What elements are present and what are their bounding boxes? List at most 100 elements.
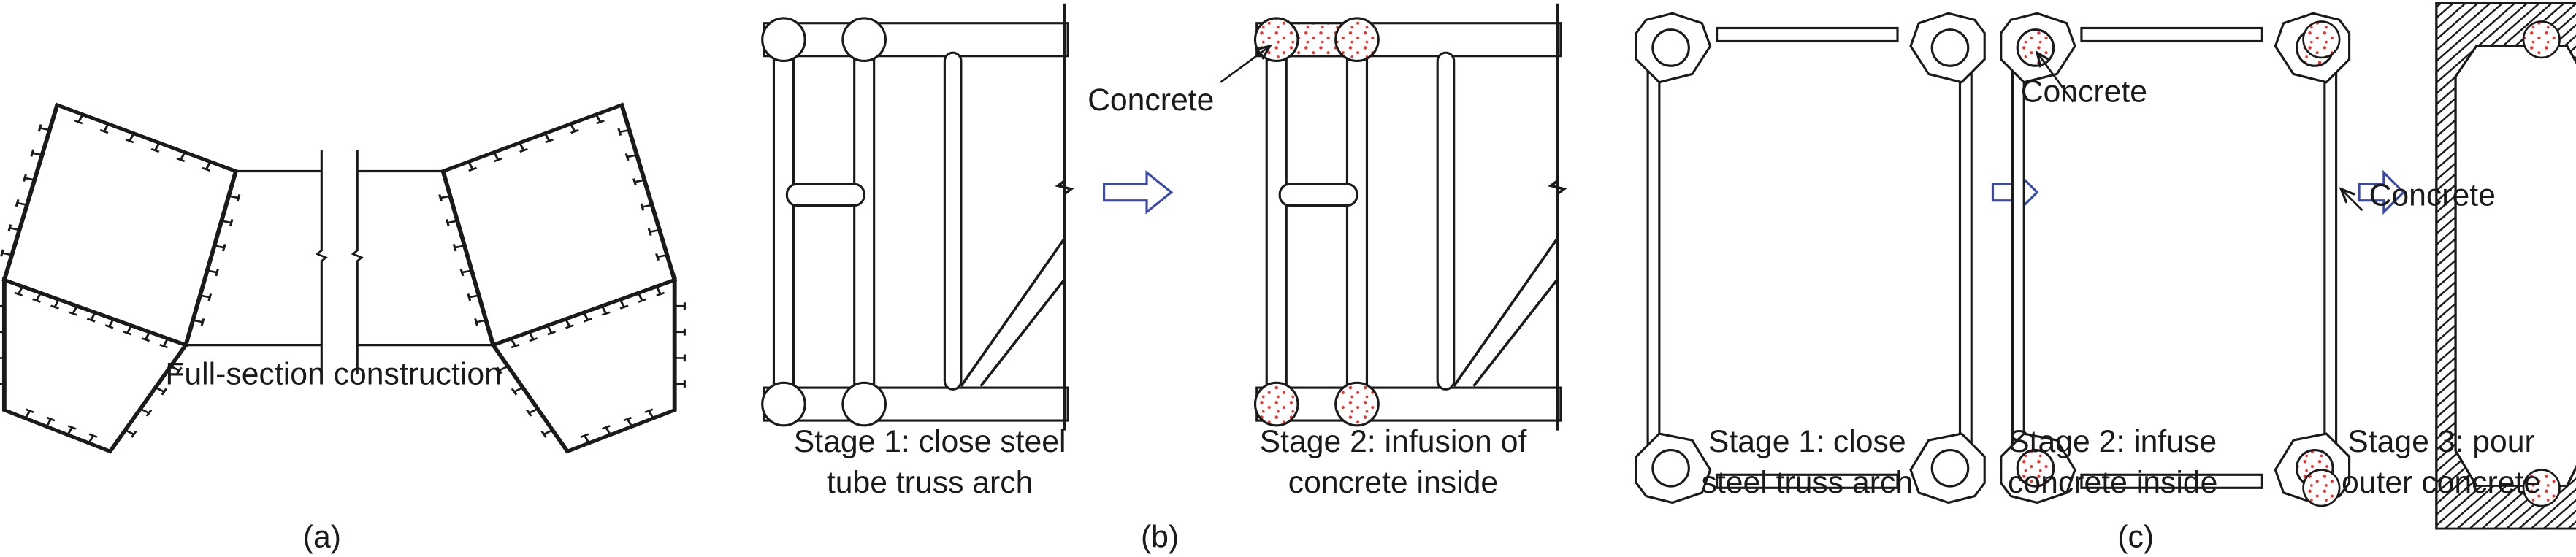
shear-stud (23, 174, 35, 182)
shear-stud (655, 285, 665, 296)
concrete-callout-leader-c2 (2037, 53, 2074, 103)
stage-caption-b2-line1: Stage 2: infusion of (1260, 424, 1527, 459)
shear-stud (192, 318, 205, 326)
shear-stud (674, 328, 686, 336)
shear-stud (674, 380, 686, 388)
shear-stud (150, 142, 161, 153)
shear-stud (45, 416, 56, 427)
concrete-callout-leader-c3 (2341, 189, 2363, 212)
stud-ticks-left (0, 114, 241, 444)
stage-caption-c3-line2: outer concrete (2342, 465, 2541, 500)
shear-stud (68, 305, 78, 316)
shear-stud (637, 292, 647, 303)
panel-b (761, 3, 1567, 431)
shear-stud (0, 383, 4, 385)
shear-stud (582, 312, 592, 323)
shear-stud (496, 365, 509, 374)
shear-stud (452, 244, 465, 252)
shear-stud (74, 114, 84, 125)
shear-stud (7, 224, 20, 232)
stage-caption-c1-line2: steel truss arch (1701, 465, 1913, 500)
shear-stud (540, 429, 554, 438)
shear-stud (214, 244, 226, 252)
shear-stud (32, 292, 42, 303)
shear-stud (169, 365, 183, 374)
shear-stud (139, 407, 153, 417)
annotation-full-section: Full-section construction (165, 357, 502, 392)
shear-stud (202, 161, 212, 172)
stage1-steel-truss (1635, 12, 1986, 504)
left-segment-lower (1, 277, 189, 454)
shear-stud (619, 299, 629, 310)
shear-stud (623, 416, 633, 427)
stage2-filled-truss (1253, 3, 1567, 431)
stage1-tube-truss (761, 3, 1074, 431)
shear-stud (565, 318, 575, 329)
shear-stud (674, 302, 686, 310)
right-segment-lower (489, 277, 677, 454)
panel-a (0, 102, 686, 454)
connecting-deck (186, 150, 494, 375)
callout-concrete-c2: Concrete (2021, 74, 2147, 110)
shear-stud (124, 429, 137, 438)
shear-stud (99, 123, 110, 134)
shear-stud (30, 149, 42, 157)
shear-stud (207, 269, 219, 277)
shear-stud (88, 433, 98, 444)
shear-stud (14, 285, 24, 296)
shear-stud (467, 293, 479, 301)
shear-stud (199, 293, 213, 301)
stage-caption-c2-line2: concrete inside (2008, 465, 2217, 500)
left-segment-upper (1, 102, 239, 347)
stage-caption-b1-line2: tube truss arch (827, 465, 1033, 500)
stage-caption-b2-line2: concrete inside (1288, 465, 1498, 500)
stage-arrow (1102, 170, 1174, 215)
stud-ticks-right (438, 114, 686, 444)
shear-stud (123, 325, 133, 336)
shear-stud (569, 123, 579, 134)
callout-concrete-b: Concrete (1088, 82, 1214, 118)
stage-caption-c2-line1: Stage 2: infuse (2009, 424, 2217, 459)
shear-stud (159, 338, 169, 349)
shear-stud (644, 408, 654, 419)
shear-stud (595, 114, 605, 125)
shear-stud (510, 338, 520, 349)
panel-caption-b: (b) (1141, 519, 1179, 554)
stage3-encased-section (2302, 1, 2576, 530)
shear-stud (221, 219, 234, 227)
stage-caption-c3-line1: Stage 3: pour (2347, 424, 2535, 459)
shear-stud (647, 228, 660, 236)
shear-stud (617, 128, 630, 136)
shear-stud (528, 331, 538, 342)
shear-stud (446, 219, 458, 227)
shear-stud (176, 152, 186, 163)
callout-concrete-c3: Concrete (2369, 177, 2496, 212)
shear-stud (493, 152, 503, 163)
shear-stud (15, 199, 28, 207)
shear-stud (86, 312, 96, 323)
shear-stud (580, 433, 590, 444)
shear-stud (511, 386, 524, 396)
concrete-callout-leader (1220, 46, 1269, 83)
shear-stud (655, 253, 668, 261)
shear-stud (0, 304, 4, 307)
panel-c (1635, 1, 2576, 530)
shear-stud (640, 203, 653, 211)
shear-stud (125, 133, 135, 144)
shear-stud (519, 142, 529, 153)
panel-caption-c: (c) (2117, 519, 2154, 554)
shear-stud (155, 386, 168, 396)
shear-stud (632, 178, 645, 186)
shear-stud (474, 318, 486, 326)
shear-stud (0, 357, 4, 359)
shear-stud (624, 153, 638, 161)
shear-stud (24, 408, 34, 419)
shear-stud (104, 318, 115, 329)
shear-stud (228, 194, 241, 202)
shear-stud (600, 305, 611, 316)
panel-caption-a: (a) (303, 519, 341, 554)
shear-stud (0, 249, 12, 257)
shear-stud (37, 124, 50, 132)
shear-stud (674, 354, 686, 362)
